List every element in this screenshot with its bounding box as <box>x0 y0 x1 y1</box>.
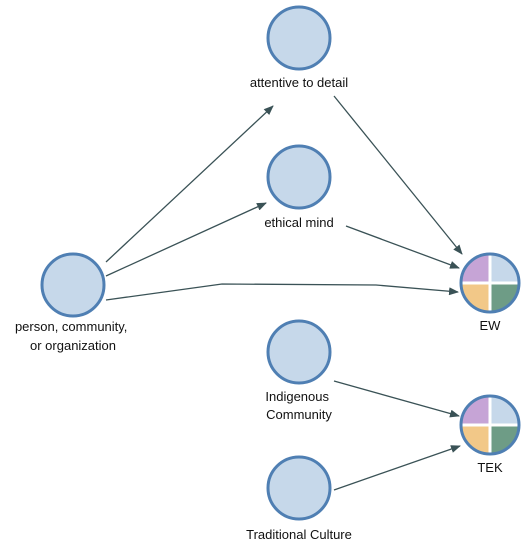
node-indigenous-circle <box>266 319 332 385</box>
edges <box>105 95 463 491</box>
node-attentive: attentive to detail <box>250 5 348 90</box>
node-attentive-circle <box>266 5 332 71</box>
node-traditional-label-line-1: Traditional Culture <box>246 527 352 542</box>
node-traditional-circle <box>266 455 332 521</box>
edge-person-to-ethical <box>105 202 267 277</box>
node-ethical-label: ethical mind <box>264 215 333 230</box>
node-ethical-circle <box>266 144 332 210</box>
node-person-label-line-1: person, community, <box>15 319 127 334</box>
node-attentive-label-line-1: attentive to detail <box>250 75 348 90</box>
node-tek-circle <box>459 394 521 456</box>
node-tek-label: TEK <box>477 460 503 475</box>
edge-traditional-to-tek <box>333 445 461 491</box>
node-tek-label-line-1: TEK <box>477 460 503 475</box>
node-traditional: Traditional Culture <box>246 455 352 542</box>
node-ew-label-line-1: EW <box>480 318 502 333</box>
edge-person-to-ew <box>105 283 459 301</box>
node-ethical: ethical mind <box>264 144 334 230</box>
node-indigenous-label-line-1: Indigenous <box>265 389 329 404</box>
edge-indigenous-to-tek <box>333 380 460 418</box>
node-traditional-label: Traditional Culture <box>246 527 352 542</box>
edge-person-to-attentive <box>105 105 274 263</box>
edge-attentive-to-ew <box>333 95 463 255</box>
node-ethical-label-line-1: ethical mind <box>264 215 333 230</box>
edge-ethical-to-ew <box>345 225 460 269</box>
node-ew-circle <box>459 252 521 314</box>
node-indigenous-label: Indigenous Community <box>265 389 332 422</box>
node-ew: EW <box>459 252 521 333</box>
node-attentive-label: attentive to detail <box>250 75 348 90</box>
node-indigenous-label-line-2: Community <box>266 407 332 422</box>
node-tek: TEK <box>459 394 521 475</box>
node-ew-label: EW <box>480 318 502 333</box>
node-person: person, community, or organization <box>15 252 131 353</box>
node-person-circle <box>40 252 106 318</box>
node-person-label-line-2: or organization <box>30 338 116 353</box>
node-person-label: person, community, or organization <box>15 319 131 353</box>
node-indigenous: Indigenous Community <box>265 319 332 422</box>
